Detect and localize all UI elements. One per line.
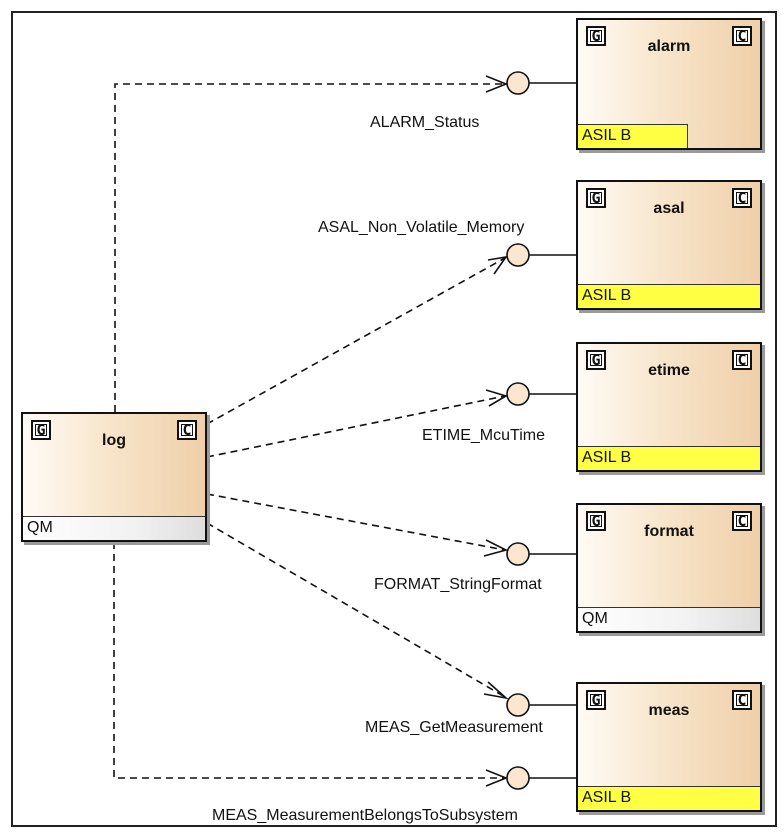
- safety-level: ASIL B: [578, 284, 760, 308]
- component-asal[interactable]: G asal C ASIL B: [576, 180, 762, 310]
- interface-ball-meas-get: [506, 693, 530, 717]
- arrowhead-alarm-status: [485, 75, 509, 93]
- arrowhead-meas-belongs: [485, 769, 509, 787]
- component-title: format: [644, 523, 694, 540]
- component-alarm[interactable]: G alarm C ASIL B: [576, 18, 762, 150]
- component-title: etime: [648, 362, 690, 379]
- c-stereotype-icon: C: [732, 690, 752, 710]
- dependency-meas-belongs: [113, 542, 505, 779]
- interface-label-asal-nvm: ASAL_Non_Volatile_Memory: [318, 219, 525, 236]
- c-stereotype-icon: C: [732, 188, 752, 208]
- component-title: log: [102, 432, 126, 449]
- arrowhead-format-string: [483, 539, 509, 557]
- interface-label-etime-mcutime: ETIME_McuTime: [422, 427, 545, 444]
- interface-ball-etime-mcutime: [506, 382, 530, 406]
- safety-level: ASIL B: [578, 786, 760, 810]
- g-stereotype-icon: G: [586, 511, 606, 531]
- diagram-frame: [11, 11, 777, 827]
- interface-label-alarm-status: ALARM_Status: [370, 114, 480, 131]
- dependency-asal-nvm: [206, 257, 506, 425]
- g-stereotype-icon: G: [586, 690, 606, 710]
- interface-label-meas-get: MEAS_GetMeasurement: [365, 719, 543, 736]
- g-stereotype-icon: G: [586, 26, 606, 46]
- c-stereotype-icon: C: [177, 420, 197, 440]
- safety-level: ASIL B: [578, 446, 760, 470]
- dependency-etime-mcutime: [206, 395, 506, 458]
- component-title: meas: [648, 702, 690, 719]
- safety-level: QM: [23, 516, 205, 540]
- interface-ball-alarm-status: [506, 71, 530, 95]
- c-stereotype-icon: C: [732, 26, 752, 46]
- component-log[interactable]: G log C QM: [21, 412, 207, 542]
- safety-level: QM: [578, 607, 760, 631]
- c-stereotype-icon: C: [732, 511, 752, 531]
- interface-label-format-string: FORMAT_StringFormat: [374, 576, 542, 593]
- arrowhead-meas-get: [483, 681, 509, 700]
- interface-label-meas-belongs: MEAS_MeasurementBelongsToSubsystem: [212, 807, 518, 824]
- arrowhead-asal-nvm: [487, 255, 508, 275]
- g-stereotype-icon: G: [586, 350, 606, 370]
- c-stereotype-icon: C: [732, 350, 752, 370]
- component-title: alarm: [647, 38, 691, 55]
- component-etime[interactable]: G etime C ASIL B: [576, 342, 762, 472]
- interface-ball-meas-belongs: [506, 766, 530, 790]
- g-stereotype-icon: G: [31, 420, 51, 440]
- dependency-meas-get: [206, 522, 506, 698]
- component-format[interactable]: G format C QM: [576, 503, 762, 633]
- dependency-format-string: [206, 493, 506, 551]
- dependency-alarm-status: [114, 83, 505, 412]
- component-title: asal: [653, 200, 685, 217]
- component-meas[interactable]: G meas C ASIL B: [576, 682, 762, 812]
- arrowhead-etime-mcutime: [485, 389, 508, 407]
- interface-ball-format-string: [506, 542, 530, 566]
- g-stereotype-icon: G: [586, 188, 606, 208]
- safety-level: ASIL B: [578, 124, 688, 148]
- interface-ball-asal-nvm: [506, 243, 530, 267]
